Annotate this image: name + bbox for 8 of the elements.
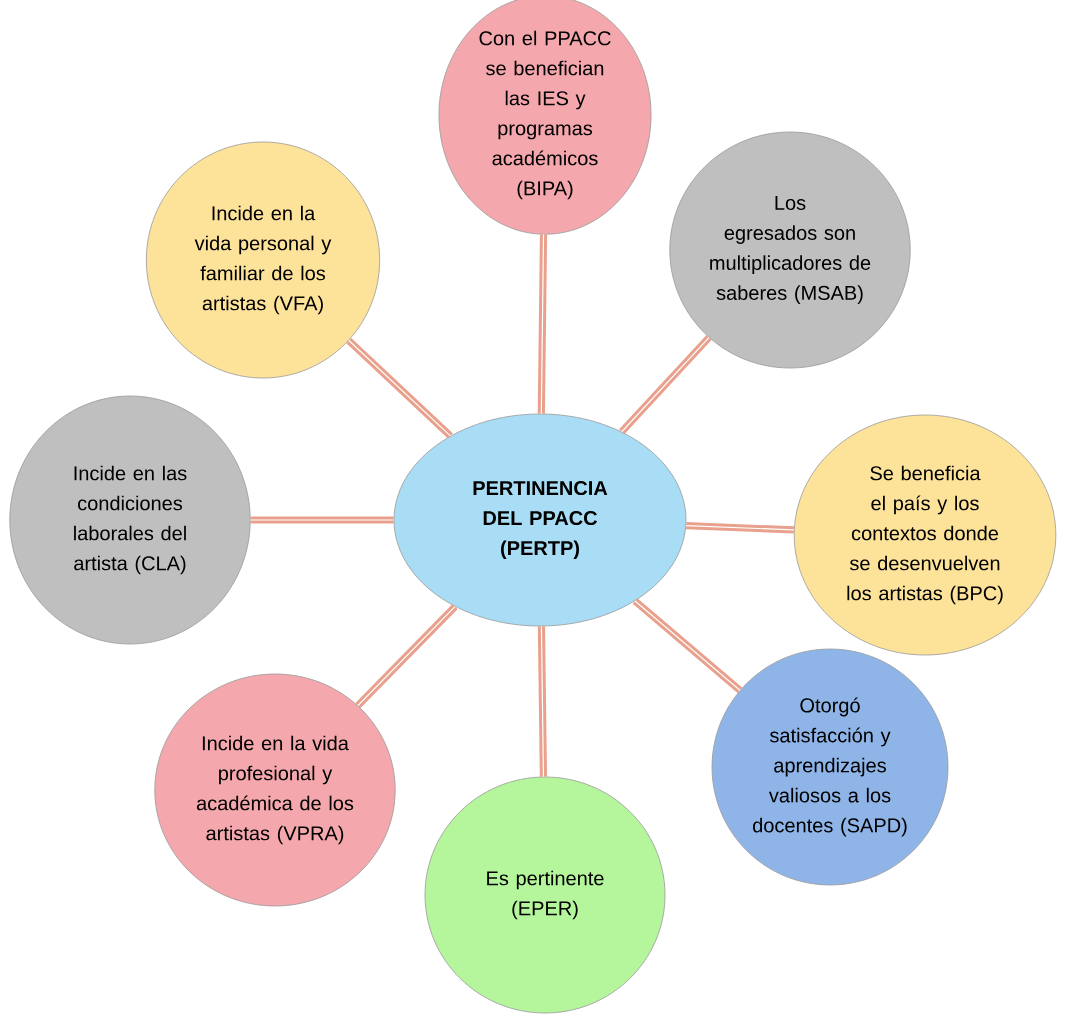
connector-line [632,598,743,693]
connector-line [346,337,453,439]
connector-line [355,604,458,709]
connector-line [250,516,395,524]
connector-line [537,234,548,415]
connector-line [537,625,548,778]
connector-line [685,522,795,534]
connector-line [619,335,712,435]
